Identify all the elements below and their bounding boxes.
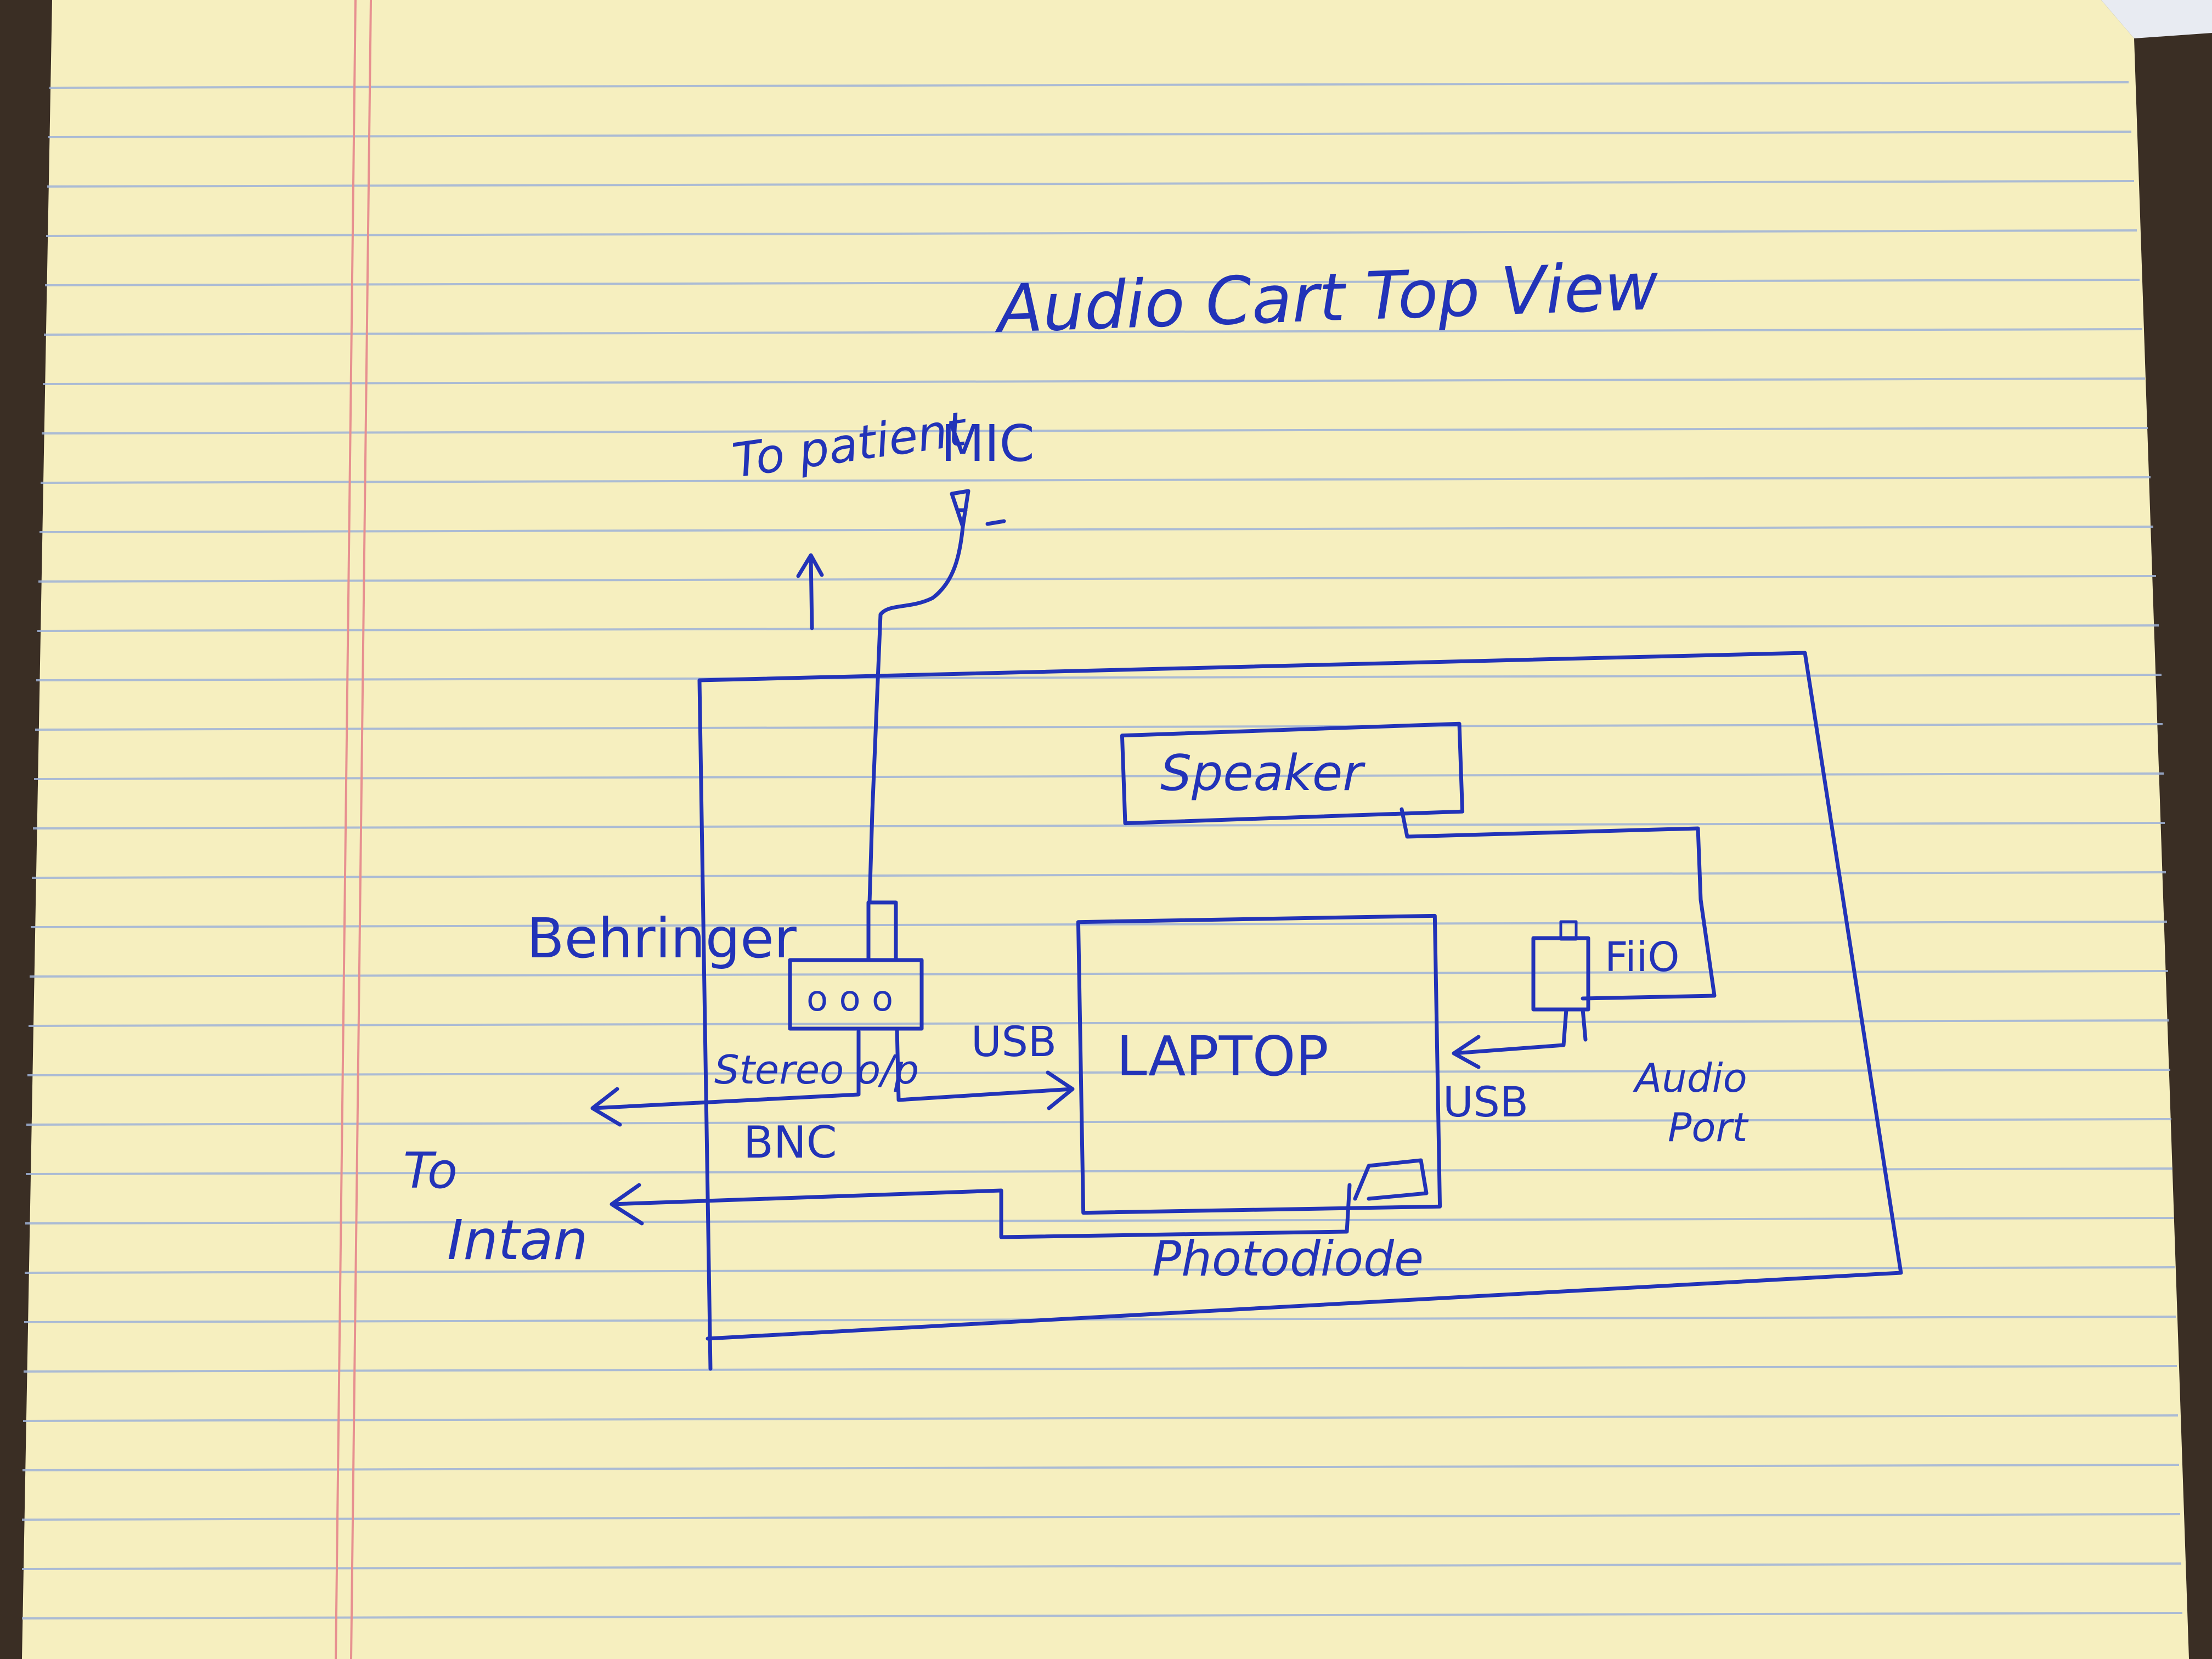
behringer-knobs: o o o <box>806 979 893 1019</box>
behringer-box <box>788 958 924 1031</box>
audio-port-label-line1: Audio <box>1633 1055 1747 1101</box>
usb-fiio-cable <box>1452 1007 1568 1069</box>
bnc-label: BNC <box>743 1117 837 1168</box>
margin-lines <box>335 0 372 1659</box>
stereo-output-label: Stereo o/p <box>714 1047 919 1093</box>
page-corner <box>2101 0 2212 38</box>
to-patient-arrow <box>796 553 824 630</box>
laptop-label: LAPTOP <box>1116 1024 1329 1088</box>
photodiode-label: Photodiode <box>1152 1231 1424 1287</box>
paper-sheet <box>22 0 2189 1659</box>
cart-left-edge <box>697 678 713 1371</box>
audio-port-label-line2: Port <box>1668 1104 1749 1150</box>
mic-icon <box>950 489 1006 529</box>
usb-fiio-label: USB <box>1443 1077 1528 1126</box>
bnc-to-intan-cable <box>610 1183 1352 1239</box>
usb-behringer-label: USB <box>971 1017 1057 1066</box>
fiio-label: FiiO <box>1605 934 1680 981</box>
fiio-jack <box>1559 920 1578 941</box>
cart-outline <box>697 651 1903 1341</box>
fiio-audio-port-lead <box>1581 1007 1588 1042</box>
to-intan-label-line2: Intan <box>447 1208 588 1272</box>
to-intan-label-line1: To <box>403 1142 458 1200</box>
mic-label: MIC <box>941 414 1035 473</box>
speaker-label: Speaker <box>1160 744 1365 802</box>
mic-cable <box>867 524 965 905</box>
laptop-box <box>1076 913 1442 1215</box>
speaker-box <box>1120 721 1465 826</box>
ruled-lines <box>21 81 2183 1620</box>
stereo-output-arrow <box>590 1029 861 1127</box>
behringer-label: Behringer <box>527 906 797 970</box>
usb-behringer-cable <box>895 1026 1075 1110</box>
photodiode-sensor <box>1353 1158 1429 1201</box>
speaker-cable <box>1400 807 1717 1001</box>
